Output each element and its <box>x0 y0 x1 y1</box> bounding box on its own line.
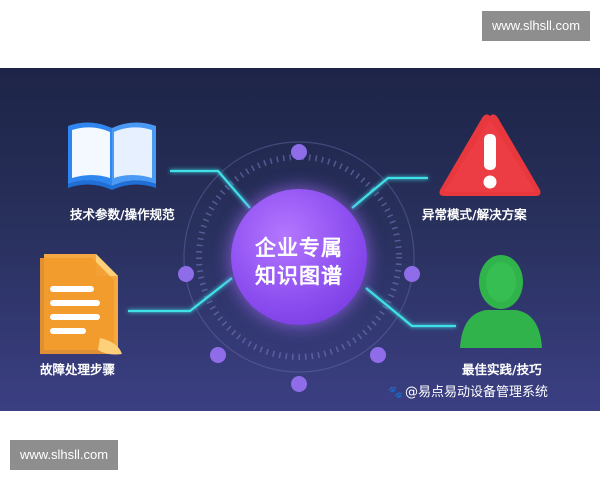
connector-bottom-right <box>365 287 456 328</box>
watermark-top: www.slhsll.com <box>482 11 590 41</box>
node-lower-right <box>370 347 386 363</box>
credit-text: @易点易动设备管理系统 <box>404 385 548 400</box>
label-best-practices: 最佳实践/技巧 <box>462 362 542 377</box>
label-anomaly-solutions: 异常模式/解决方案 <box>422 207 527 222</box>
hub-title-line2: 知识图谱 <box>255 264 343 288</box>
tick-ring <box>196 154 402 360</box>
watermark-bottom: www.slhsll.com <box>10 440 118 470</box>
node-lower-left <box>210 347 226 363</box>
paw-icon: 🐾 <box>388 385 403 399</box>
source-credit: 🐾@易点易动设备管理系统 <box>388 381 548 400</box>
node-right <box>404 266 420 282</box>
node-top <box>291 144 307 160</box>
node-left <box>178 266 194 282</box>
user-icon <box>460 255 542 348</box>
book-icon <box>68 122 156 190</box>
label-tech-params: 技术参数/操作规范 <box>70 207 175 222</box>
connector-graphic <box>40 114 542 392</box>
warning-icon <box>439 114 541 196</box>
connector-bottom-left <box>128 277 233 313</box>
connector-top-right <box>351 176 428 209</box>
connector-top-left <box>170 169 251 209</box>
node-bottom <box>291 376 307 392</box>
label-fault-steps: 故障处理步骤 <box>40 362 116 377</box>
document-icon <box>40 254 122 355</box>
knowledge-graph-banner: 企业专属 知识图谱 技术参数/操作规范 异常模式/解决方案 故障处理步骤 最佳实… <box>0 68 600 411</box>
hub-title-line1: 企业专属 <box>255 236 343 260</box>
outer-ring <box>183 141 415 373</box>
knowledge-graph-hub: 企业专属 知识图谱 <box>231 189 367 325</box>
